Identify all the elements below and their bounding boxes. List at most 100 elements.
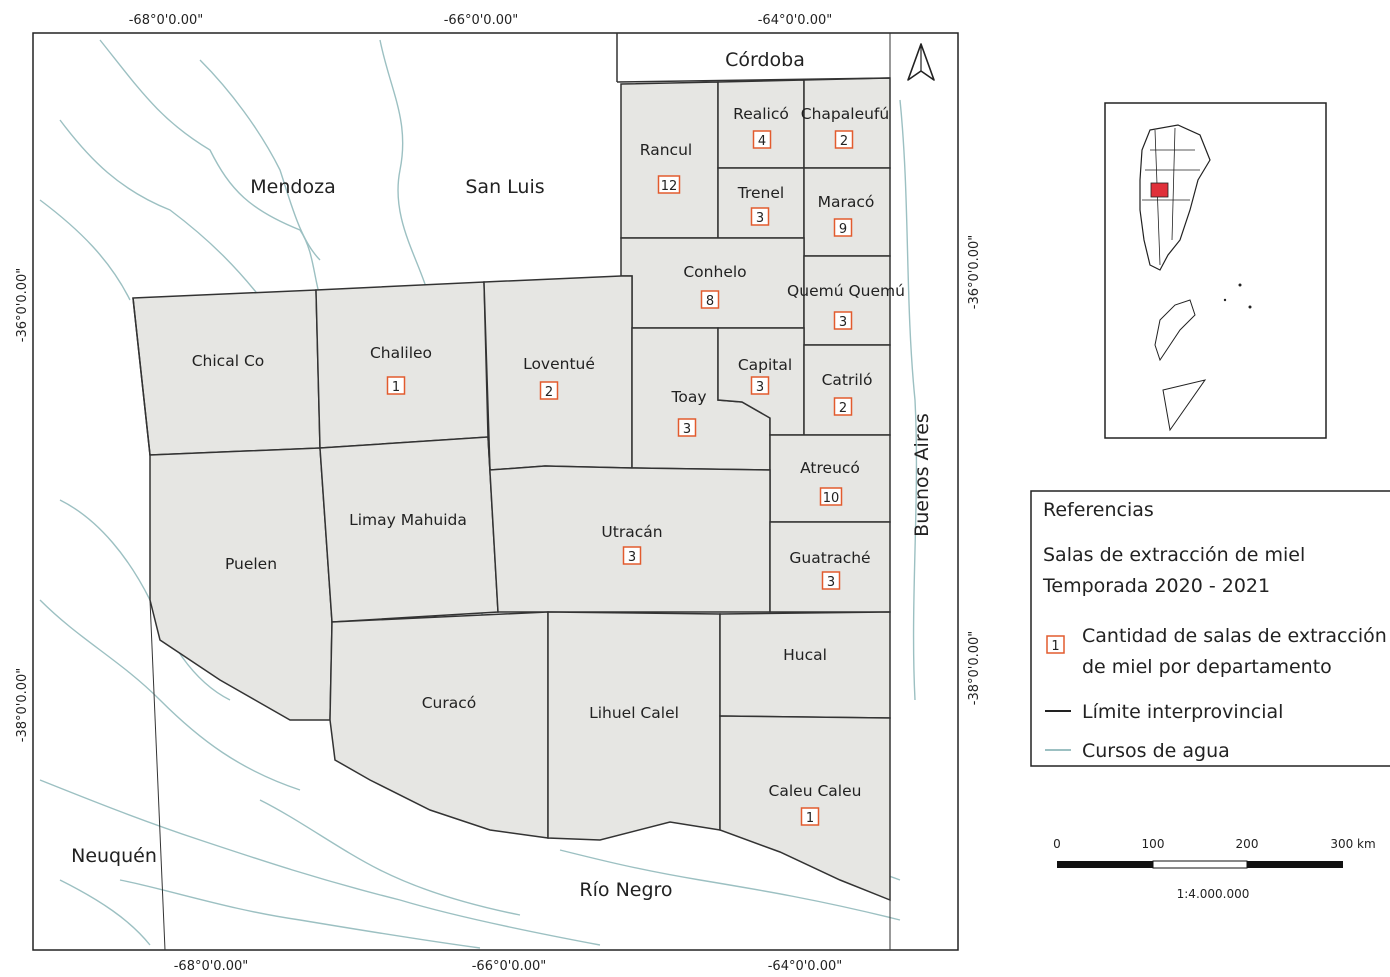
locator-highlight-la-pampa [1150,182,1169,198]
dept-loventue [483,275,633,471]
coord-bottom-2: -66°0'0.00" [472,959,547,974]
dept-label-quemu-quemu: Quemú Quemú [787,282,905,300]
locator-frame [1104,102,1327,439]
dept-label-capital: Capital [738,356,792,374]
dept-hucal [719,611,891,719]
scale-tick-100: 100 [1142,837,1165,851]
scale-tick-200: 200 [1236,837,1259,851]
legend-subtitle-2: Temporada 2020 - 2021 [1042,575,1270,597]
water-course [259,799,521,916]
locator-islands [1154,299,1196,362]
north-arrow-icon [907,43,935,81]
count-value-rancul: 12 [661,179,678,194]
count-value-toay: 3 [683,422,691,437]
dept-realico [717,79,805,169]
coord-left-2: -38°0'0.00" [15,668,30,743]
dept-label-hucal: Hucal [783,646,827,664]
dept-label-loventue: Loventué [523,355,595,373]
dept-maraco [803,167,891,257]
count-value-catrilo: 2 [839,401,847,416]
border-line [132,297,151,456]
water-course [379,39,431,301]
scale-tick-0: 0 [1053,837,1061,851]
dept-label-maraco: Maracó [818,193,875,211]
locator-dot [1238,283,1242,287]
departments-layer [132,77,891,902]
dept-label-puelen: Puelen [225,555,277,573]
locator-antarctica [1162,379,1207,432]
department-labels: Rancul12Realicó4Chapaleufú2Trenel3Maracó… [192,105,905,826]
coordinate-labels: -68°0'0.00" -66°0'0.00" -64°0'0.00" -68°… [15,13,982,974]
count-box-conhelo [700,290,720,309]
count-value-realico: 4 [758,134,766,149]
count-value-capital: 3 [756,380,764,395]
count-box-chalileo [386,376,406,395]
count-box-quemu-quemu [833,311,853,330]
dept-chical-co [132,289,321,456]
dept-label-chapaleufu: Chapaleufú [801,105,889,123]
water-course [119,879,481,949]
count-value-chapaleufu: 2 [840,134,848,149]
dept-atreuco [769,434,891,523]
count-box-capital [750,376,770,395]
water-course [39,199,131,301]
coord-top-1: -68°0'0.00" [129,13,204,28]
dept-lihuel-calel [547,611,721,841]
dept-label-utracan: Utracán [601,523,662,541]
dept-label-chalileo: Chalileo [370,344,432,362]
locator-dot [1223,298,1227,302]
scale-bar: 0 100 200 300 km 1:4.000.000 [1053,837,1376,901]
dept-label-rancul: Rancul [640,141,692,159]
count-box-chapaleufu [834,130,854,149]
count-value-maraco: 9 [839,222,847,237]
dept-label-atreuco: Atreucó [800,459,860,477]
water-course [59,119,271,311]
dept-rancul [620,81,719,239]
dept-chapaleufu [803,77,891,169]
count-box-caleu-caleu [800,807,820,826]
legend-box [1030,490,1390,767]
legend: Referencias Salas de extracción de miel … [1030,490,1390,767]
count-value-atreuco: 10 [823,491,840,506]
dept-catrilo [803,344,891,436]
count-value-chalileo: 1 [392,380,400,395]
count-box-loventue [539,381,559,400]
water-course [559,849,901,921]
coord-bottom-1: -68°0'0.00" [174,959,249,974]
count-value-quemu-quemu: 3 [839,315,847,330]
legend-title: Referencias [1043,499,1154,521]
count-value-caleu-caleu: 1 [806,811,814,826]
dept-quemu-quemu [803,255,891,346]
water-course [59,879,151,946]
count-box-rancul [657,175,681,194]
count-box-realico [752,130,772,149]
coord-top-2: -66°0'0.00" [444,13,519,28]
water-course [39,779,601,946]
dept-label-lihuel-calel: Lihuel Calel [589,704,679,722]
legend-count-symbol [1046,635,1065,654]
count-value-conhelo: 8 [706,294,714,309]
border-line [149,599,166,951]
locator-argentina [1139,124,1211,271]
coord-right-2: -38°0'0.00" [967,631,982,706]
scale-tick-300: 300 km [1330,837,1375,851]
legend-count-line-1: Cantidad de salas de extracción [1082,625,1387,647]
dept-guatrache [769,521,891,613]
dept-label-chical-co: Chical Co [192,352,265,370]
dept-label-curaco: Curacó [422,694,477,712]
count-box-guatrache [821,571,841,590]
count-box-catrilo [833,397,853,416]
count-box-trenel [750,207,770,226]
coord-top-3: -64°0'0.00" [758,13,833,28]
dept-trenel [717,167,805,239]
dept-limay-mahuida [319,436,499,623]
border-line [616,77,891,83]
count-value-utracan: 3 [628,550,636,565]
legend-count-symbol-value: 1 [1051,639,1059,654]
count-value-loventue: 2 [545,385,553,400]
locator-dot [1248,305,1252,309]
province-neuquen: Neuquén [71,845,157,867]
count-box-atreuco [819,487,843,506]
coord-left-1: -36°0'0.00" [15,268,30,343]
